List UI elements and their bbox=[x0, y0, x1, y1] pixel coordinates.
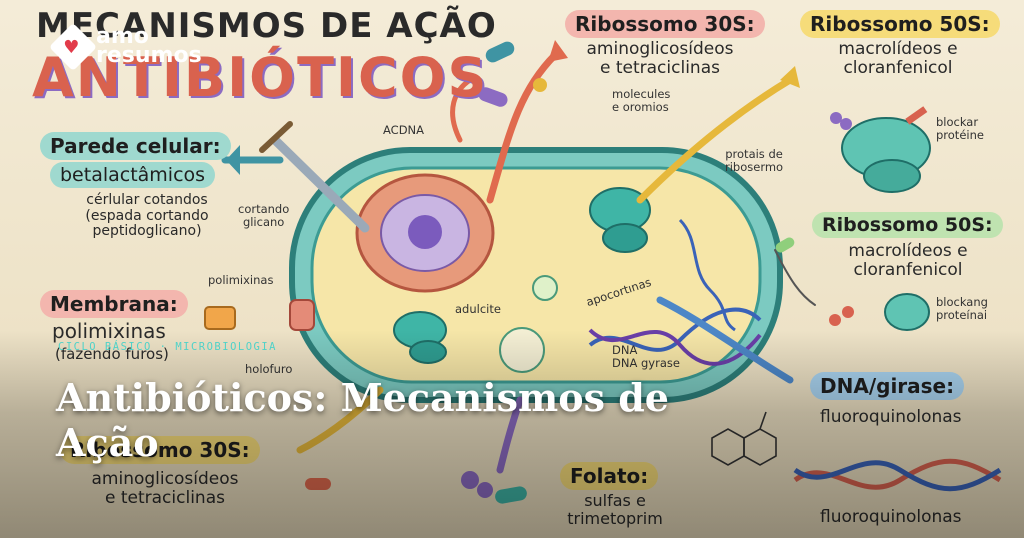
molecules-line1: molecules bbox=[612, 87, 671, 101]
protais-line1: protais de bbox=[725, 147, 783, 161]
blockar2-label: blockang proteínai bbox=[936, 296, 988, 321]
polimixinas-label: polimixinas bbox=[208, 273, 274, 287]
ribo50-top-desc: macrolídeos e cloranfenicol bbox=[808, 39, 988, 79]
blockar1-line2: protéine bbox=[936, 127, 984, 142]
logo-mark: ♥ bbox=[48, 22, 98, 71]
ribo50-top-line1: macrolídeos e bbox=[838, 39, 958, 59]
parede-title: Parede celular: bbox=[40, 132, 231, 160]
ribo50-mid-desc: macrolídeos e cloranfenicol bbox=[818, 241, 998, 281]
logo-line2: resumos bbox=[96, 42, 202, 68]
cortando-line1: cortando bbox=[238, 202, 290, 216]
heading-line2: ANTIBIÓTICOS bbox=[32, 46, 489, 109]
ribo30-bottom-line2: e tetraciclinas bbox=[105, 488, 225, 509]
ribo30-bottom-desc: aminoglicosídeos e tetraciclinas bbox=[60, 469, 270, 509]
parede-desc-3: peptidoglicano) bbox=[92, 223, 202, 240]
ribo30-bottom-line1: aminoglicosídeos bbox=[91, 469, 239, 489]
adulcite-label: adulcite bbox=[455, 302, 501, 316]
logo-line1: amo bbox=[96, 24, 149, 49]
post-title[interactable]: Antibióticos: Mecanismos de Ação bbox=[56, 375, 669, 465]
ribo30-top-line1: aminoglicosídeos bbox=[586, 39, 734, 59]
ribo30-top-desc: aminoglicosídeos e tetraciclinas bbox=[560, 39, 760, 79]
dna-line2: fluoroquinolonas bbox=[820, 507, 962, 527]
heading-line1: MECANISMOS DE AÇÃO bbox=[36, 6, 497, 46]
parede-desc-2: (espada cortando bbox=[85, 207, 209, 224]
dna-gyrase-line1: DNA bbox=[612, 343, 638, 357]
ribo50-mid-line2: cloranfenicol bbox=[853, 260, 963, 281]
heart-icon: ♥ bbox=[63, 36, 80, 58]
ribo50-top-title: Ribossomo 50S: bbox=[800, 10, 1000, 38]
ribo50-mid-title: Ribossomo 50S: bbox=[812, 212, 1003, 238]
parede-drug: betalactâmicos bbox=[50, 162, 216, 188]
dna-line1: fluoroquinolonas bbox=[820, 407, 962, 427]
category-label[interactable]: CICLO BÁSICO · MICROBIOLOGIA bbox=[58, 341, 278, 353]
ribosome-lower bbox=[393, 311, 447, 364]
blockar1-label: blockar protéine bbox=[936, 116, 984, 141]
folato-title: Folato: bbox=[560, 462, 659, 490]
ribosome-50s-second-illustration bbox=[775, 237, 930, 331]
blockar1-line1: blockar bbox=[936, 115, 979, 129]
blockar2-line2: proteínai bbox=[936, 307, 988, 322]
ribosome-inside bbox=[589, 187, 651, 253]
parede-desc-1: cérlular cotandos bbox=[86, 192, 208, 208]
membrana-drug: polimixinas bbox=[52, 319, 166, 343]
parede-desc: cérlular cotandos (espada cortando pepti… bbox=[52, 192, 242, 240]
folate-vesicle bbox=[499, 327, 545, 373]
ribo30-bottom-title: Ribossomo 30S: bbox=[60, 436, 260, 464]
ribo50-mid-line1: macrolídeos e bbox=[848, 241, 968, 261]
polymyxin-capsule bbox=[204, 306, 236, 330]
membrana-title: Membrana: bbox=[40, 290, 188, 318]
dna-gyrase-line2: DNA gyrase bbox=[612, 355, 680, 370]
sword bbox=[259, 121, 370, 233]
dna-title: DNA/girase: bbox=[810, 372, 965, 400]
dna-lower-right bbox=[793, 458, 1002, 492]
protais-label: protais de ribosermo bbox=[725, 148, 783, 173]
logo-text: amo resumos bbox=[96, 24, 202, 68]
cortando-label: cortando glicano bbox=[238, 203, 289, 228]
blockar2-line1: blockang bbox=[936, 295, 988, 309]
folato-line2: trimetoprim bbox=[567, 508, 663, 528]
acdna-label: ACDNA bbox=[383, 123, 425, 137]
ribosome-50s-illustration bbox=[830, 106, 931, 193]
membrane-pore bbox=[289, 299, 315, 331]
folato-line1: sulfas e bbox=[584, 491, 646, 510]
molecules-label: molecules e oromios bbox=[612, 88, 670, 113]
molecules-line2: e oromios bbox=[612, 99, 669, 114]
folato-desc: sulfas e trimetoprim bbox=[545, 492, 685, 528]
ribo50-top-line2: cloranfenicol bbox=[843, 58, 953, 79]
site-logo[interactable]: ♥ amo resumos bbox=[48, 22, 202, 71]
membrana-desc: (fazendo furos) bbox=[55, 345, 169, 363]
protais-line2: ribosermo bbox=[725, 159, 784, 174]
holofuro-label: holofuro bbox=[245, 362, 293, 376]
dna-gyrase-label: DNA DNA gyrase bbox=[612, 344, 680, 369]
ribo30-top-line2: e tetraciclinas bbox=[600, 58, 720, 79]
cortando-line2: glicano bbox=[242, 214, 285, 229]
quinolone-structure bbox=[711, 411, 777, 466]
ribo30-top-title: Ribossomo 30S: bbox=[565, 10, 765, 38]
nucleus-core bbox=[408, 215, 442, 249]
